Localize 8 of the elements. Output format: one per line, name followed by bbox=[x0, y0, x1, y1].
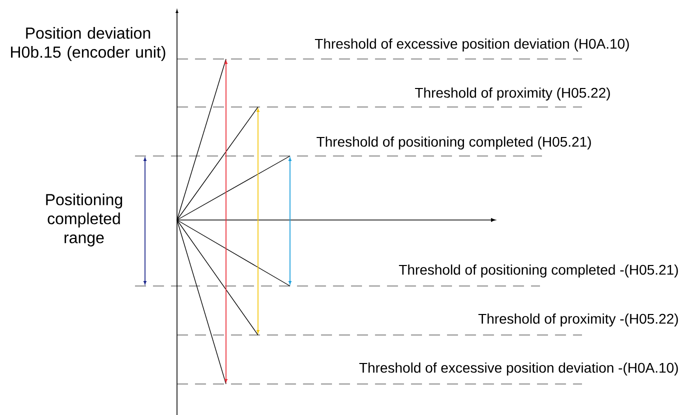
threshold-label: Threshold of proximity (H05.22) bbox=[415, 87, 610, 101]
axis-label: Position deviation H0b.15 (encoder unit) bbox=[11, 27, 166, 61]
threshold-label: Threshold of excessive position deviation -(H0A.10) bbox=[359, 362, 678, 376]
threshold-label: Threshold of excessive position deviation (H0A.10) bbox=[314, 38, 629, 52]
threshold-label: Threshold of proximity -(H05.22) bbox=[478, 313, 678, 327]
threshold-label: Threshold of positioning completed -(H05.21) bbox=[398, 264, 678, 278]
range-label: Positioning completed range bbox=[46, 194, 122, 246]
threshold-label: Threshold of positioning completed (H05.21) bbox=[316, 136, 591, 150]
